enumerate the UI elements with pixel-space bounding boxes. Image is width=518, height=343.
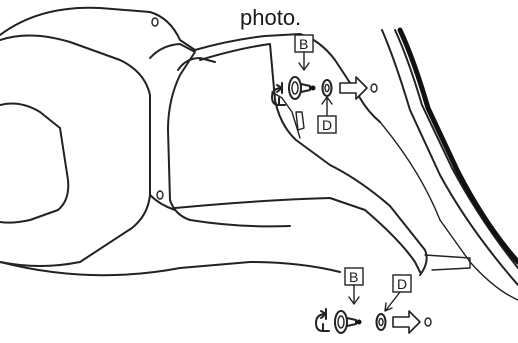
rotate-counterclockwise-icon (315, 308, 330, 332)
lower-fastener-assembly: B D (315, 267, 432, 334)
upper-callout-b: B (299, 36, 308, 52)
fastener-dot-middle (156, 190, 164, 200)
upper-callout-d-box (317, 115, 337, 134)
upper-callout-d: D (322, 117, 332, 133)
door-frame-rails (379, 27, 518, 301)
rotate-counterclockwise-icon (271, 82, 286, 106)
hollow-arrow-right-icon (392, 310, 421, 334)
mounting-hole-icon (370, 83, 378, 93)
fastener-dot-top (151, 17, 159, 27)
panel-fastener-dots (151, 17, 164, 200)
hollow-arrow-right-icon (339, 76, 368, 100)
mounting-hole-icon (424, 317, 432, 327)
washer-icon (375, 313, 387, 331)
bolt-icon (334, 310, 362, 334)
caption-text: photo. (240, 5, 301, 30)
lower-callout-d-box (392, 274, 412, 293)
bolt-icon (288, 76, 316, 100)
washer-icon (321, 79, 333, 97)
vehicle-panel-outline (0, 6, 428, 277)
lower-callout-d: D (397, 276, 407, 292)
upper-fastener-assembly: B D (271, 34, 378, 134)
lower-callout-b: B (349, 269, 358, 285)
